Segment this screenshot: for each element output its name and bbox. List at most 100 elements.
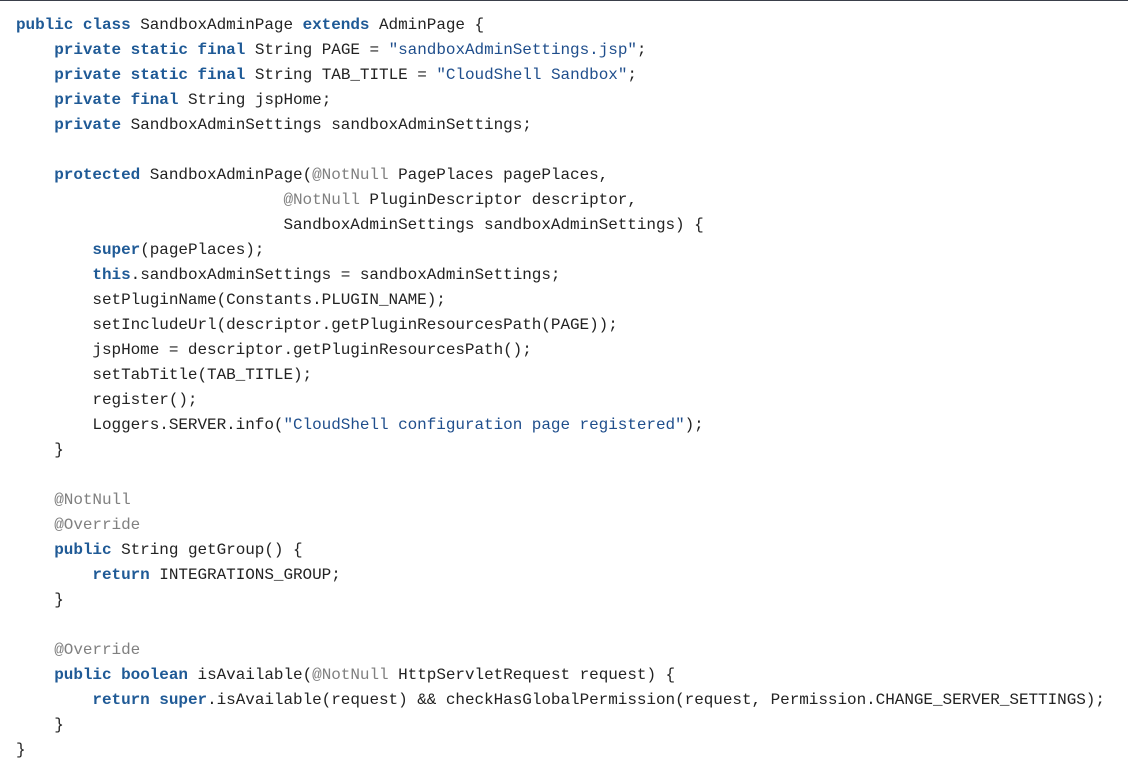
code-text	[16, 166, 54, 184]
code-text	[16, 241, 92, 259]
code-text	[16, 66, 54, 84]
code-text: String getGroup() {	[111, 541, 303, 559]
code-line: private static final String PAGE = "sand…	[16, 38, 1105, 63]
code-line: public String getGroup() {	[16, 538, 1105, 563]
code-text: }	[16, 741, 26, 759]
code-line: return INTEGRATIONS_GROUP;	[16, 563, 1105, 588]
keyword-token: extends	[302, 16, 370, 34]
code-text: String jspHome;	[178, 91, 332, 109]
code-text: INTEGRATIONS_GROUP;	[149, 566, 341, 584]
code-line	[16, 138, 1105, 163]
code-text: }	[16, 441, 64, 459]
keyword-token: public	[16, 16, 74, 34]
code-line: public boolean isAvailable(@NotNull Http…	[16, 663, 1105, 688]
code-line	[16, 613, 1105, 638]
code-line: @Override	[16, 513, 1105, 538]
code-text	[188, 66, 198, 84]
annotation-token: @NotNull	[283, 191, 360, 209]
code-text: (pagePlaces);	[140, 241, 265, 259]
keyword-token: final	[130, 91, 179, 109]
code-text	[16, 541, 54, 559]
code-text: AdminPage {	[369, 16, 485, 34]
code-text: register();	[16, 391, 198, 409]
code-text	[121, 91, 131, 109]
code-text	[16, 191, 283, 209]
code-text	[73, 16, 83, 34]
code-text	[121, 41, 131, 59]
code-text: String PAGE =	[245, 41, 389, 59]
annotation-token: @Override	[54, 641, 141, 659]
code-text	[16, 691, 92, 709]
code-text: PagePlaces pagePlaces,	[388, 166, 609, 184]
code-line: private static final String TAB_TITLE = …	[16, 63, 1105, 88]
code-line: }	[16, 738, 1105, 763]
code-text: );	[684, 416, 704, 434]
keyword-token: public	[54, 666, 112, 684]
code-line: jspHome = descriptor.getPluginResourcesP…	[16, 338, 1105, 363]
code-text: setPluginName(Constants.PLUGIN_NAME);	[16, 291, 446, 309]
keyword-token: private	[54, 66, 122, 84]
code-text	[121, 66, 131, 84]
code-line: register();	[16, 388, 1105, 413]
code-text: isAvailable(	[187, 666, 313, 684]
code-text: HttpServletRequest request) {	[388, 666, 676, 684]
keyword-token: private	[54, 41, 122, 59]
code-text: SandboxAdminSettings sandboxAdminSetting…	[16, 216, 704, 234]
keyword-token: return	[92, 566, 150, 584]
code-text	[16, 666, 54, 684]
code-line: }	[16, 588, 1105, 613]
keyword-token: public	[54, 541, 112, 559]
code-line: @NotNull PluginDescriptor descriptor,	[16, 188, 1105, 213]
keyword-token: super	[92, 241, 141, 259]
code-text: ;	[627, 66, 637, 84]
keyword-token: final	[197, 66, 246, 84]
code-text	[16, 266, 92, 284]
keyword-token: this	[92, 266, 131, 284]
code-text	[16, 116, 54, 134]
code-text: .sandboxAdminSettings = sandboxAdminSett…	[130, 266, 561, 284]
code-text: }	[16, 716, 64, 734]
code-line: @NotNull	[16, 488, 1105, 513]
keyword-token: static	[130, 66, 188, 84]
keyword-token: private	[54, 116, 122, 134]
annotation-token: @NotNull	[312, 666, 389, 684]
code-text: .isAvailable(request) && checkHasGlobalP…	[207, 691, 1105, 709]
code-text: setTabTitle(TAB_TITLE);	[16, 366, 313, 384]
annotation-token: @Override	[54, 516, 141, 534]
code-line: private SandboxAdminSettings sandboxAdmi…	[16, 113, 1105, 138]
code-text: SandboxAdminSettings sandboxAdminSetting…	[121, 116, 532, 134]
code-text	[188, 41, 198, 59]
code-text	[16, 516, 54, 534]
annotation-token: @NotNull	[54, 491, 131, 509]
code-text: String TAB_TITLE =	[245, 66, 437, 84]
code-line: SandboxAdminSettings sandboxAdminSetting…	[16, 213, 1105, 238]
code-text: setIncludeUrl(descriptor.getPluginResour…	[16, 316, 618, 334]
code-text: jspHome = descriptor.getPluginResourcesP…	[16, 341, 532, 359]
keyword-token: class	[82, 16, 131, 34]
code-text: PluginDescriptor descriptor,	[359, 191, 637, 209]
code-block: public class SandboxAdminPage extends Ad…	[16, 13, 1105, 763]
code-text: }	[16, 591, 64, 609]
code-line: public class SandboxAdminPage extends Ad…	[16, 13, 1105, 38]
code-text	[112, 666, 122, 684]
annotation-token: @NotNull	[312, 166, 389, 184]
code-text	[150, 691, 160, 709]
code-line: }	[16, 713, 1105, 738]
keyword-token: boolean	[121, 666, 188, 684]
code-text: SandboxAdminPage(	[140, 166, 313, 184]
string-literal: "CloudShell Sandbox"	[436, 66, 628, 84]
code-text: SandboxAdminPage	[130, 16, 303, 34]
code-line: }	[16, 438, 1105, 463]
code-line: this.sandboxAdminSettings = sandboxAdmin…	[16, 263, 1105, 288]
keyword-token: static	[130, 41, 188, 59]
code-text: Loggers.SERVER.info(	[16, 416, 284, 434]
code-line	[16, 463, 1105, 488]
string-literal: "CloudShell configuration page registere…	[283, 416, 685, 434]
code-line: Loggers.SERVER.info("CloudShell configur…	[16, 413, 1105, 438]
code-line: private final String jspHome;	[16, 88, 1105, 113]
keyword-token: protected	[54, 166, 141, 184]
keyword-token: final	[197, 41, 246, 59]
code-text	[16, 91, 54, 109]
keyword-token: private	[54, 91, 122, 109]
code-text	[16, 491, 54, 509]
